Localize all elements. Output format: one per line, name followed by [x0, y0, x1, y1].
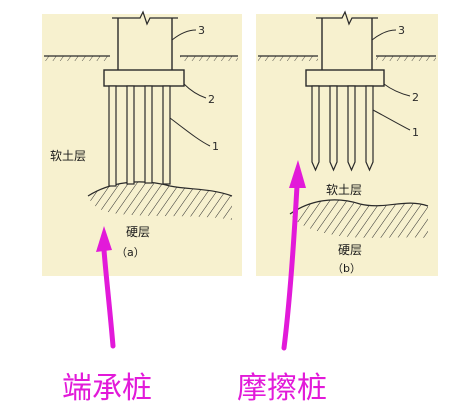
callouts-b: 3 2 1 [371, 24, 419, 139]
pile [126, 85, 135, 185]
ground-line-a [44, 55, 238, 61]
column-a [112, 10, 178, 70]
pile [347, 85, 356, 172]
callout-pile-a: 1 [212, 140, 219, 153]
pile-cap-a [103, 69, 185, 87]
pile [365, 85, 374, 172]
caption-b: （b） [332, 262, 361, 275]
column-b [316, 10, 378, 70]
panel-a: 3 2 1 软土层 硬层 （a） [42, 10, 242, 276]
callout-pile-b: 1 [412, 126, 419, 139]
ground-line-b [258, 55, 436, 61]
pile [144, 85, 153, 184]
hard-soil-label-a: 硬层 [126, 225, 150, 239]
pile [311, 85, 320, 172]
hard-layer-a [88, 181, 232, 220]
friction-pile-label: 摩擦桩 [237, 371, 327, 406]
soft-soil-label-a: 软土层 [50, 149, 86, 163]
hard-layer-a-boundary [87, 181, 233, 197]
pile [329, 85, 338, 172]
piles-a [108, 85, 171, 187]
arrow-friction [281, 160, 306, 351]
pile [108, 85, 117, 187]
callouts-a: 3 2 1 [169, 24, 219, 153]
callout-column-b: 3 [398, 24, 405, 37]
hard-layer-b-boundary [289, 199, 429, 215]
pile [162, 85, 171, 185]
soft-soil-label-b: 软土层 [326, 183, 362, 197]
pile-cap-b [305, 69, 385, 87]
callout-column-a: 3 [198, 24, 205, 37]
callout-cap-a: 2 [208, 93, 215, 106]
end-bearing-pile-label: 端承桩 [62, 371, 152, 406]
arrow-end-bearing [96, 226, 116, 349]
hard-soil-label-b: 硬层 [338, 243, 362, 257]
panel-b: 3 2 1 软土层 硬层 （b） [256, 10, 438, 276]
hard-layer-b [290, 199, 428, 238]
piles-b [311, 85, 374, 172]
caption-a: （a） [116, 246, 145, 259]
callout-cap-b: 2 [412, 91, 419, 104]
